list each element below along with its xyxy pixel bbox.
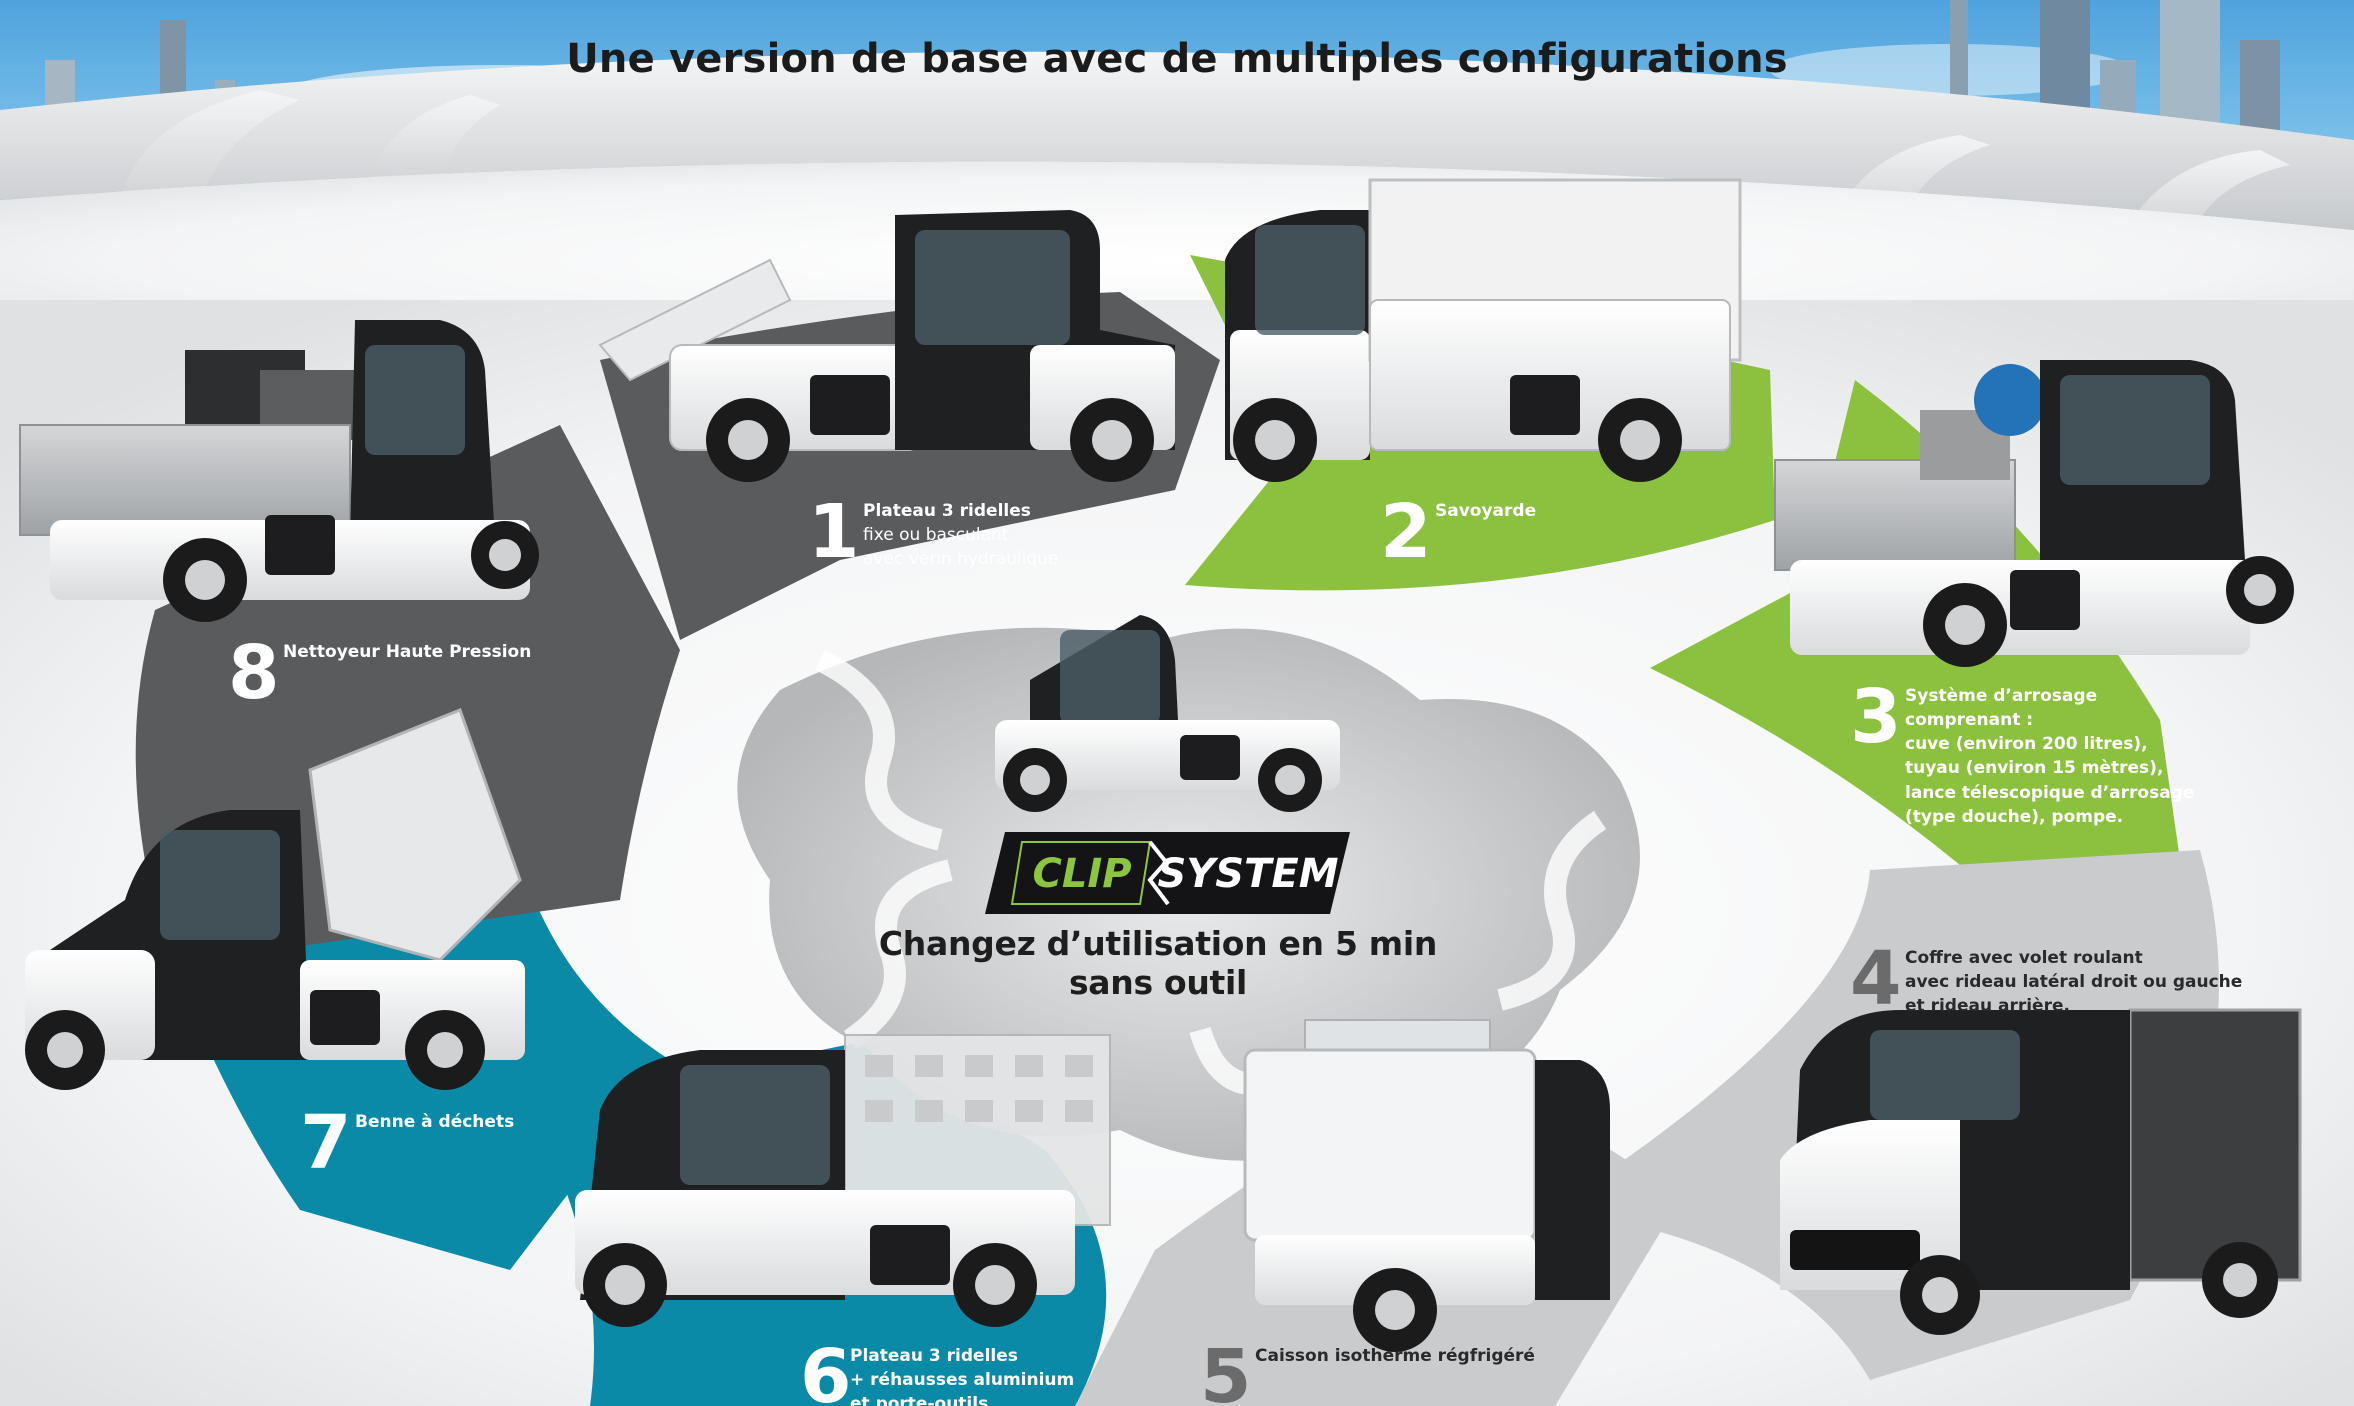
clip-system-logo: CLIP SYSTEM bbox=[985, 832, 1350, 914]
vehicle-3-watering bbox=[1774, 360, 2294, 667]
config-3-line-5: lance télescopique d’arrosage bbox=[1905, 782, 2195, 803]
vehicle-5-refrigerated bbox=[1243, 1019, 1610, 1352]
config-3-line-3: cuve (environ 200 litres), bbox=[1905, 734, 2148, 755]
config-8-number: 8 bbox=[228, 630, 280, 716]
config-3-line-4: tuyau (environ 15 mètres), bbox=[1905, 758, 2164, 779]
config-1-line-2: fixe ou basculant bbox=[863, 525, 1009, 546]
logo-system-text: SYSTEM bbox=[1158, 851, 1339, 897]
config-2-line-1: Savoyarde bbox=[1435, 501, 1537, 521]
config-7-number: 7 bbox=[300, 1100, 352, 1186]
config-2-number: 2 bbox=[1380, 489, 1432, 575]
config-4-number: 4 bbox=[1850, 936, 1902, 1022]
config-5-number: 5 bbox=[1200, 1334, 1252, 1406]
config-4-line-3: et rideau arrière. bbox=[1905, 996, 2070, 1017]
vehicle-1-dump-platform bbox=[598, 210, 1175, 482]
vehicle-7-waste-bin bbox=[25, 708, 525, 1090]
slogan: Changez d’utilisation en 5 min sans outi… bbox=[878, 924, 1438, 1002]
config-3-line-6: (type douche), pompe. bbox=[1905, 806, 2124, 827]
config-8-line-1: Nettoyeur Haute Pression bbox=[283, 642, 532, 662]
config-6-line-1: Plateau 3 ridelles bbox=[850, 1346, 1018, 1366]
config-1-line-3: avec vérin hydraulique bbox=[863, 549, 1059, 570]
config-6-number: 6 bbox=[800, 1334, 852, 1406]
config-4-line-1: Coffre avec volet roulant bbox=[1905, 948, 2143, 968]
config-6-line-2: + réhausses aluminium bbox=[850, 1370, 1075, 1391]
logo-clip-text: CLIP bbox=[1032, 851, 1131, 897]
config-1-line-1: Plateau 3 ridelles bbox=[863, 501, 1031, 521]
config-7-line-1: Benne à déchets bbox=[355, 1112, 515, 1132]
page-title: Une version de base avec de multiples co… bbox=[566, 36, 1788, 82]
vehicle-2-savoyarde bbox=[1225, 178, 1742, 482]
vehicle-6-platform-racks bbox=[575, 1034, 1111, 1327]
config-3-line-1: Système d’arrosage bbox=[1905, 686, 2098, 706]
ring-structure bbox=[0, 51, 2354, 340]
config-3-line-2: comprenant : bbox=[1905, 710, 2034, 731]
vehicle-base-center bbox=[995, 615, 1340, 812]
config-6-line-3: et porte-outils bbox=[850, 1394, 989, 1406]
config-5-line-1: Caisson isotherme régfrigéré bbox=[1255, 1346, 1535, 1366]
config-3-number: 3 bbox=[1850, 674, 1902, 760]
config-4-line-2: avec rideau latéral droit ou gauche bbox=[1905, 972, 2243, 993]
vehicle-8-high-pressure bbox=[19, 320, 539, 622]
config-1-number: 1 bbox=[808, 489, 860, 575]
vehicle-4-roller-box bbox=[1780, 1008, 2302, 1335]
